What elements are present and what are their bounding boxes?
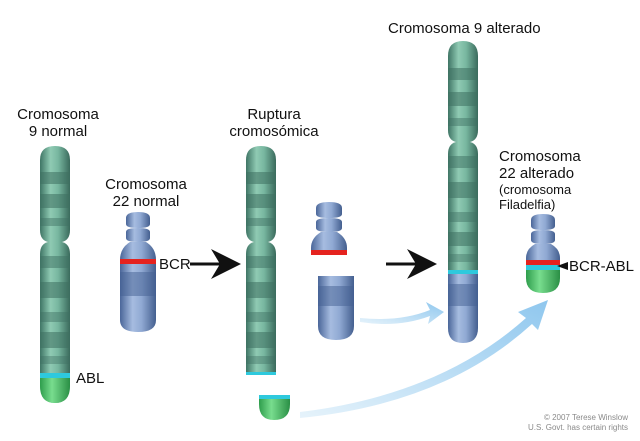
chromosome-9-normal — [40, 146, 70, 403]
chr22-fragment — [318, 276, 354, 340]
label-line: 22 alterado — [499, 165, 575, 182]
bcr-band — [120, 259, 156, 264]
translocation-arrow-icon — [360, 302, 444, 324]
label-line: Cromosoma — [17, 106, 99, 123]
label-line: 22 normal — [112, 193, 180, 210]
abl-segment — [40, 374, 70, 403]
chromosome-22-normal — [120, 212, 156, 332]
translocation-arrow-icon — [300, 300, 548, 418]
label-chr9-altered: Cromosoma 9 alterado — [388, 20, 541, 37]
label-abl: ABL — [76, 370, 105, 387]
chromosome-22-philadelphia — [526, 214, 560, 293]
abl-fragment — [259, 396, 290, 420]
copyright-credit: © 2007 Terese Winslow U.S. Govt. has cer… — [528, 413, 628, 433]
label-line: Cromosoma — [105, 176, 187, 193]
label-chr22-altered: Cromosoma 22 alterado (cromosoma Filadel… — [499, 148, 581, 212]
chromosome-22-broken — [311, 202, 354, 340]
pointer-icon — [557, 262, 568, 270]
label-bcr: BCR — [159, 256, 191, 273]
label-line: cromosómica — [229, 123, 319, 140]
abl-band — [40, 373, 70, 378]
label-chr9-normal: Cromosoma 9 normal — [12, 106, 104, 140]
label-rupture: Ruptura cromosómica — [224, 106, 324, 140]
label-line: Ruptura — [247, 106, 301, 123]
credit-line: © 2007 Terese Winslow — [543, 413, 628, 422]
label-line: 9 normal — [28, 123, 88, 140]
label-bcr-abl: BCR-ABL — [569, 258, 635, 275]
chromosome-9-broken — [246, 146, 290, 420]
chromosome-9-altered — [448, 41, 478, 343]
label-line: Filadelfia) — [499, 197, 556, 212]
label-line: Cromosoma — [499, 148, 581, 165]
label-chr22-normal: Cromosoma 22 normal — [100, 176, 192, 210]
label-line: (cromosoma — [499, 182, 572, 197]
credit-line: U.S. Govt. has certain rights — [527, 423, 628, 432]
